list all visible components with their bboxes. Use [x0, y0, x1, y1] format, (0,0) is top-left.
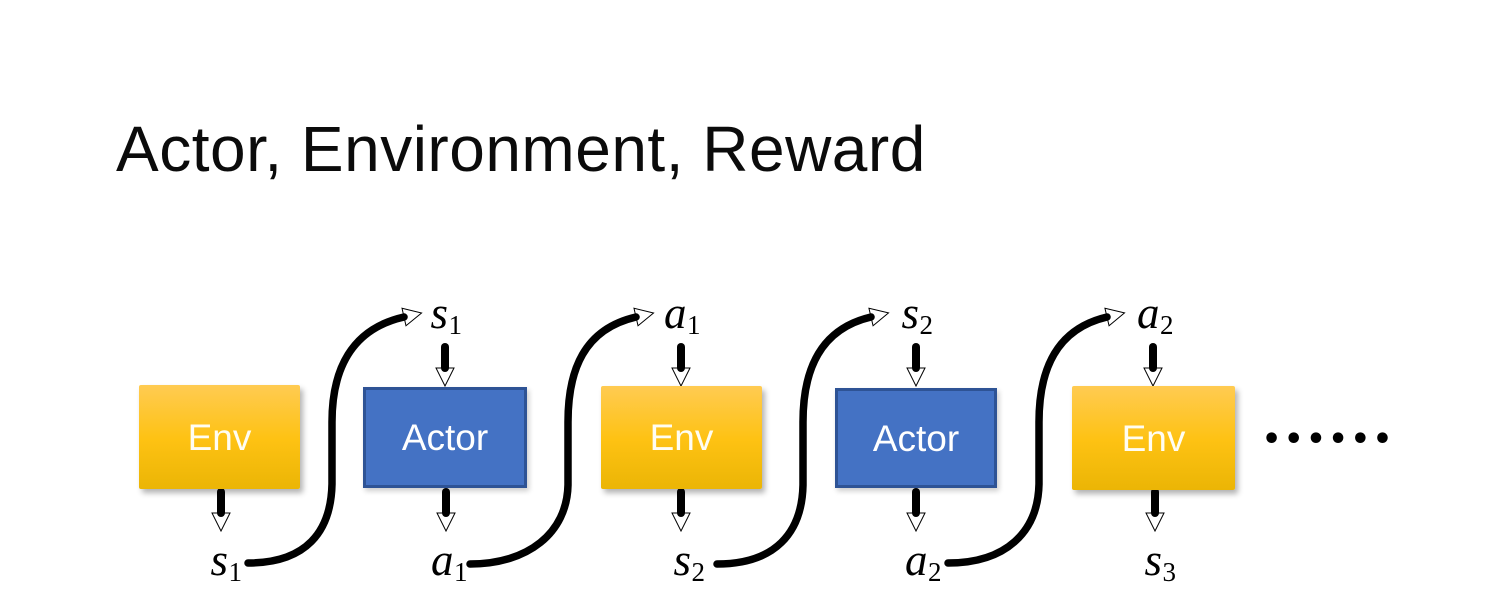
math-sub: 1 — [228, 556, 243, 587]
env-box-1: Env — [139, 385, 300, 489]
top-label-s1: s1 — [401, 288, 491, 340]
math-sub: 1 — [448, 309, 463, 340]
math-var: a — [431, 535, 454, 585]
math-var: a — [905, 535, 928, 585]
env-box-3: Env — [1072, 386, 1235, 490]
actor-box-label: Actor — [401, 417, 489, 458]
bottom-label-s1: s1 — [181, 535, 271, 587]
actor-box-1: Actor — [363, 387, 527, 488]
math-sub: 2 — [691, 556, 706, 587]
bottom-label-s2: s2 — [644, 535, 734, 587]
math-sub: 1 — [687, 309, 701, 340]
math-sub: 2 — [1160, 309, 1174, 340]
bottom-label-s3: s3 — [1115, 535, 1205, 587]
math-var: s — [210, 535, 228, 585]
math-var: a — [1137, 288, 1160, 338]
math-var: s — [430, 288, 448, 338]
top-label-a2: a2 — [1110, 288, 1200, 340]
math-var: s — [1144, 535, 1162, 585]
env-box-label: Env — [187, 416, 252, 458]
math-sub: 2 — [928, 556, 942, 587]
env-box-label: Env — [649, 417, 714, 458]
env-box-2: Env — [601, 386, 762, 489]
math-var: a — [664, 288, 687, 338]
bottom-label-a2: a2 — [878, 535, 968, 587]
math-var: s — [901, 288, 919, 338]
actor-box-label: Actor — [872, 417, 960, 459]
env-box-label: Env — [1121, 417, 1186, 459]
math-sub: 2 — [919, 309, 934, 340]
ellipsis-dots: •••••• — [1262, 422, 1396, 457]
math-sub: 1 — [454, 556, 468, 587]
math-sub: 3 — [1162, 556, 1177, 587]
bottom-label-a1: a1 — [404, 535, 494, 587]
top-label-a1: a1 — [637, 288, 727, 340]
top-label-s2: s2 — [872, 288, 962, 340]
math-var: s — [673, 535, 691, 585]
actor-box-2: Actor — [835, 388, 997, 488]
slide-title: Actor, Environment, Reward — [116, 113, 926, 185]
